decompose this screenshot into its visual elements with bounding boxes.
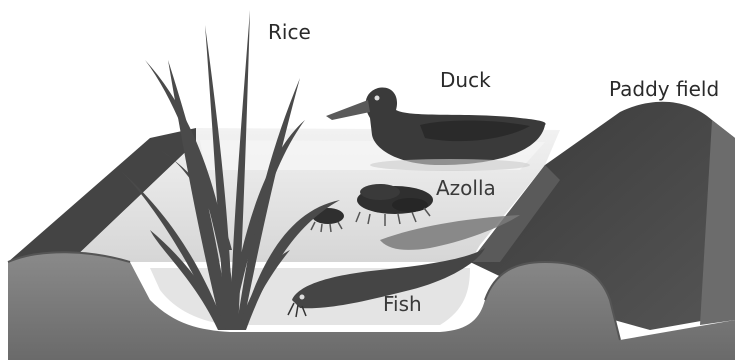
duck-label: Duck bbox=[440, 70, 491, 90]
azolla-label: Azolla bbox=[436, 178, 496, 198]
duck-water-ring bbox=[370, 159, 530, 171]
paddy-field-label: Paddy field bbox=[609, 79, 719, 99]
rice-label: Rice bbox=[268, 22, 311, 42]
fish-label: Fish bbox=[383, 294, 422, 314]
fish-eye bbox=[300, 295, 305, 300]
duck-beak bbox=[326, 100, 370, 120]
duck-eye bbox=[375, 96, 380, 101]
